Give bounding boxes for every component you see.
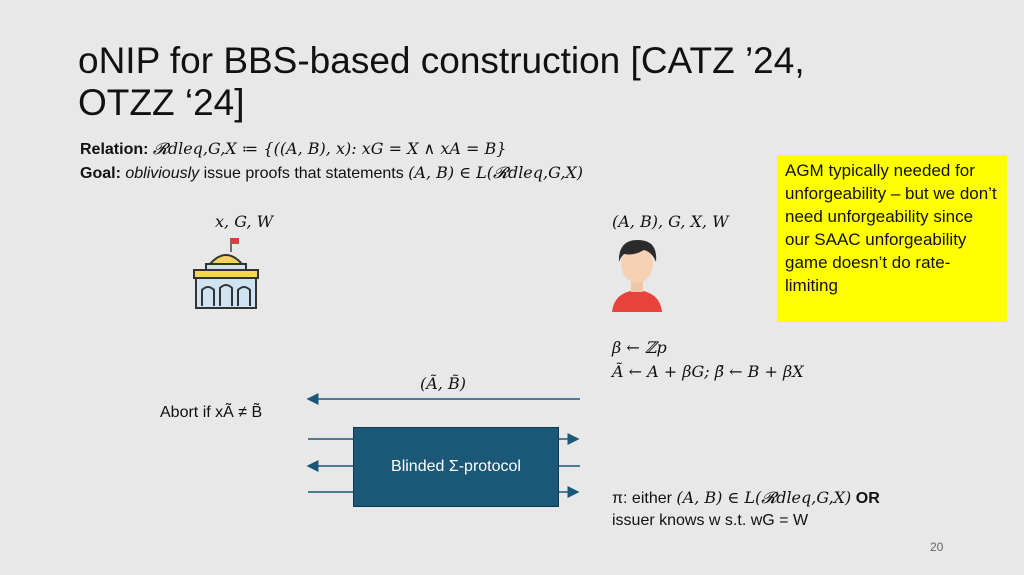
pi-or: OR xyxy=(851,490,880,507)
pi-prefix: π: either xyxy=(612,490,677,507)
protocol-box: Blinded Σ-protocol xyxy=(353,427,559,507)
pi-expression: (A, B) ∈ L(𝓡dleq,G,X) xyxy=(676,488,852,507)
goal-line: Goal: obliviously issue proofs that stat… xyxy=(80,163,583,183)
issuer-variables: x, G, W xyxy=(215,212,274,231)
abort-text: Abort if xÃ ≠ B̃ xyxy=(160,404,263,421)
goal-expression: (A, B) ∈ L(𝓡dleq,G,X) xyxy=(408,163,584,182)
relation-expression: 𝓡dleq,G,X ≔ {((A, B), x): xG = X ∧ xA = … xyxy=(152,139,507,158)
protocol-box-label: Blinded Σ-protocol xyxy=(391,458,521,475)
message-label: (Ã, B̃) xyxy=(420,374,466,393)
beta-sample-line: β ← ℤp xyxy=(612,338,667,357)
user-variables: (A, B), G, X, W xyxy=(612,212,729,231)
issuer-knows-line: issuer knows w s.t. wG = W xyxy=(612,512,809,529)
relation-label: Relation: xyxy=(80,141,149,158)
government-building-icon xyxy=(190,236,262,312)
note-box: AGM typically needed for unforgeability … xyxy=(777,155,1007,322)
relation-line: Relation: 𝓡dleq,G,X ≔ {((A, B), x): xG =… xyxy=(80,139,506,159)
pi-line: π: either (A, B) ∈ L(𝓡dleq,G,X) OR xyxy=(612,488,880,508)
goal-italic: obliviously xyxy=(125,165,200,182)
goal-label: Goal: xyxy=(80,165,121,182)
goal-text: issue proofs that statements xyxy=(199,165,409,182)
blinding-line: Ã ← A + βG; β̃ ← B + βX xyxy=(612,362,804,381)
slide-title: oNIP for BBS-based construction [CATZ ’2… xyxy=(78,40,805,123)
page-number: 20 xyxy=(930,540,944,554)
person-avatar-icon xyxy=(608,234,666,312)
